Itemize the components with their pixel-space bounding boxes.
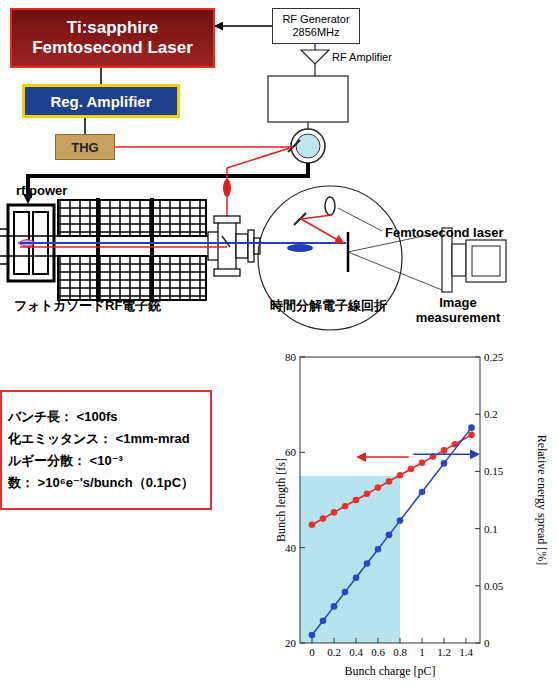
tick-label: 80 (285, 351, 296, 363)
node-text: バンチ長： <100fs (8, 406, 117, 428)
tick-label: 40 (285, 542, 296, 554)
y2-axis-title: Relative energy spread [%] (534, 435, 549, 566)
thg-box: THG (55, 134, 115, 160)
tick-label: 0.2 (327, 646, 341, 658)
connector (100, 68, 102, 84)
connector (84, 118, 86, 134)
node-text: ルギー分散： <10⁻³ (8, 450, 123, 472)
ued-caption: 時間分解電子線回折 (270, 297, 387, 315)
camera-label: Image measurement (410, 296, 506, 326)
tick-label: 0.25 (484, 351, 503, 363)
laser-box: Ti:sapphire Femtosecond Laser (10, 8, 215, 68)
tick-label: 0.8 (393, 646, 407, 658)
spec-box: バンチ長： <100fs化エミッタンス： <1mm-mradルギー分散： <10… (0, 390, 212, 510)
amplifier-label: RF Amplifier (332, 51, 392, 63)
tick-label: 20 (285, 637, 296, 649)
node-text: RF Generator 2856MHz (275, 13, 357, 39)
tick-label: 1 (419, 646, 425, 658)
node-text: 数： >10⁶e⁻'s/bunch（0.1pC） (8, 472, 194, 494)
tick-label: 0.4 (349, 646, 363, 658)
connector (215, 25, 272, 27)
tick-label: 60 (285, 446, 296, 458)
rf-generator-box: RF Generator 2856MHz (272, 8, 360, 44)
amplifier-box: Reg. Amplifier (22, 84, 180, 118)
tick-label: 0 (484, 637, 490, 649)
tick-label: 0.15 (484, 465, 503, 477)
node-text: Reg. Amplifier (50, 93, 151, 110)
node-text: THG (71, 140, 98, 155)
laser-label: Femtosecond laser (385, 225, 504, 240)
tick-label: 0.05 (484, 580, 503, 592)
node-text: Ti:sapphire Femtosecond Laser (16, 18, 209, 59)
tick-label: 0.6 (371, 646, 385, 658)
tick-label: 1.2 (437, 646, 451, 658)
rf-power-label: rf power (16, 183, 67, 198)
x-axis-title: Bunch charge [pC] (344, 664, 435, 679)
tick-label: 1.4 (459, 646, 473, 658)
tick-label: 0.1 (484, 523, 498, 535)
tick-label: 0 (309, 646, 315, 658)
gun-caption: フォトカソードRF電子銃 (14, 297, 161, 315)
tick-label: 0.2 (484, 408, 498, 420)
y-axis-title: Bunch length [fs] (274, 458, 289, 542)
node-text: 化エミッタンス： <1mm-mrad (8, 428, 190, 450)
